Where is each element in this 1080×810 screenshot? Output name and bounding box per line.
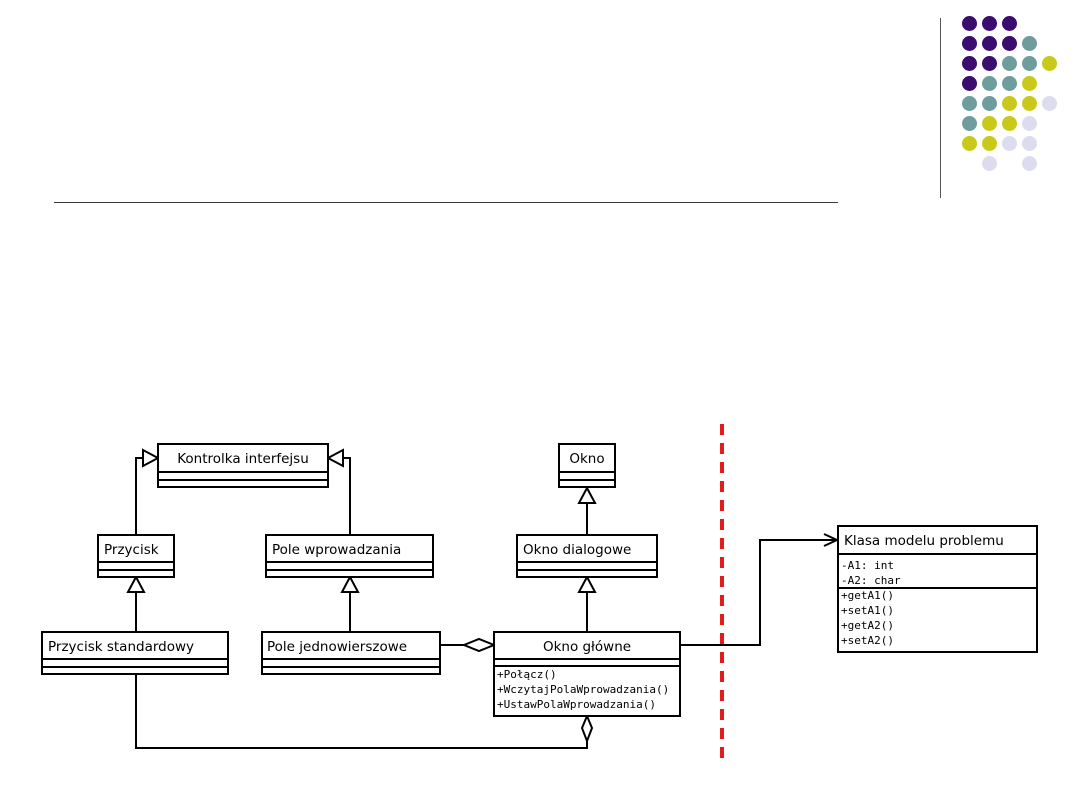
class-pole-wprowadzania: Pole wprowadzania — [265, 534, 434, 578]
decorative-dot — [1002, 36, 1017, 51]
inheritance-arrowhead — [340, 574, 360, 593]
decorative-dot — [982, 136, 997, 151]
class-method: +getA1() — [841, 589, 894, 602]
inheritance-arrowhead — [577, 574, 597, 593]
aggregation-przycisk-standardowy-okno-glowne — [135, 674, 588, 749]
decorative-dot — [1022, 116, 1037, 131]
decorative-dot — [1002, 116, 1017, 131]
title-divider-line — [54, 202, 838, 203]
class-name: Pole wprowadzania — [272, 542, 401, 558]
decorative-dot — [1002, 56, 1017, 71]
class-name: Okno główne — [543, 639, 631, 655]
inheritance-pole-wprowadzania-to-kontrolka — [343, 457, 351, 538]
class-name: Klasa modelu problemu — [844, 533, 1004, 549]
decorative-dot — [962, 76, 977, 91]
class-name: Przycisk — [104, 542, 159, 558]
class-przycisk-standardowy: Przycisk standardowy — [41, 631, 229, 675]
decorative-dot — [982, 36, 997, 51]
decorative-dot — [1002, 96, 1017, 111]
association-okno-glowne-to-klasa-modelu — [680, 539, 836, 646]
inheritance-arrowhead — [325, 448, 344, 468]
decorative-dot — [982, 156, 997, 171]
class-przycisk: Przycisk — [97, 534, 175, 578]
class-name: Okno — [569, 451, 604, 467]
class-method: +setA1() — [841, 604, 894, 617]
decorative-dot — [1022, 36, 1037, 51]
class-method: +WczytajPolaWprowadzania() — [497, 683, 669, 696]
decorative-dot — [1022, 156, 1037, 171]
decorative-dot — [1042, 56, 1057, 71]
class-method: +Połącz() — [497, 668, 557, 681]
decorative-dot — [1002, 16, 1017, 31]
decorative-dot — [982, 116, 997, 131]
class-method: +setA2() — [841, 634, 894, 647]
decorative-dot — [1002, 76, 1017, 91]
class-okno-dialogowe: Okno dialogowe — [516, 534, 658, 578]
class-name: Pole jednowierszowe — [267, 639, 407, 655]
class-name: Przycisk standardowy — [48, 639, 194, 655]
decorative-dot — [962, 36, 977, 51]
class-pole-jednowierszowe: Pole jednowierszowe — [261, 631, 441, 675]
decorative-dot — [982, 76, 997, 91]
decorative-dot — [1022, 96, 1037, 111]
inheritance-przycisk-to-kontrolka — [135, 457, 143, 538]
decorative-dot — [1042, 96, 1057, 111]
class-attribute: -A2: char — [841, 574, 901, 587]
inheritance-arrowhead — [577, 485, 597, 504]
aggregation-diamond — [580, 713, 594, 744]
decorative-dot — [1022, 76, 1037, 91]
decorative-dot — [982, 96, 997, 111]
decorative-dot — [962, 136, 977, 151]
class-attribute: -A1: int — [841, 559, 894, 572]
inheritance-arrowhead — [142, 448, 161, 468]
class-name: Okno dialogowe — [523, 542, 631, 558]
decorative-dot — [982, 56, 997, 71]
class-name: Kontrolka interfejsu — [177, 451, 309, 467]
class-method: +UstawPolaWprowadzania() — [497, 698, 656, 711]
class-okno: Okno — [558, 443, 616, 488]
decorative-dot — [962, 56, 977, 71]
decorative-dot — [962, 96, 977, 111]
decorative-dot — [962, 16, 977, 31]
decorative-dot — [1002, 136, 1017, 151]
decorative-dot — [962, 116, 977, 131]
inheritance-arrowhead — [126, 574, 146, 593]
aggregation-diamond — [461, 637, 497, 653]
decorative-dot — [982, 16, 997, 31]
decorative-vertical-line — [940, 18, 941, 198]
decorative-dot — [1022, 56, 1037, 71]
class-method: +getA2() — [841, 619, 894, 632]
class-okno-glowne: Okno główne +Połącz() +WczytajPolaWprowa… — [493, 631, 681, 717]
class-klasa-modelu-problemu: Klasa modelu problemu -A1: int -A2: char… — [837, 525, 1038, 653]
class-kontrolka-interfejsu: Kontrolka interfejsu — [157, 443, 329, 488]
decorative-dot — [1022, 136, 1037, 151]
